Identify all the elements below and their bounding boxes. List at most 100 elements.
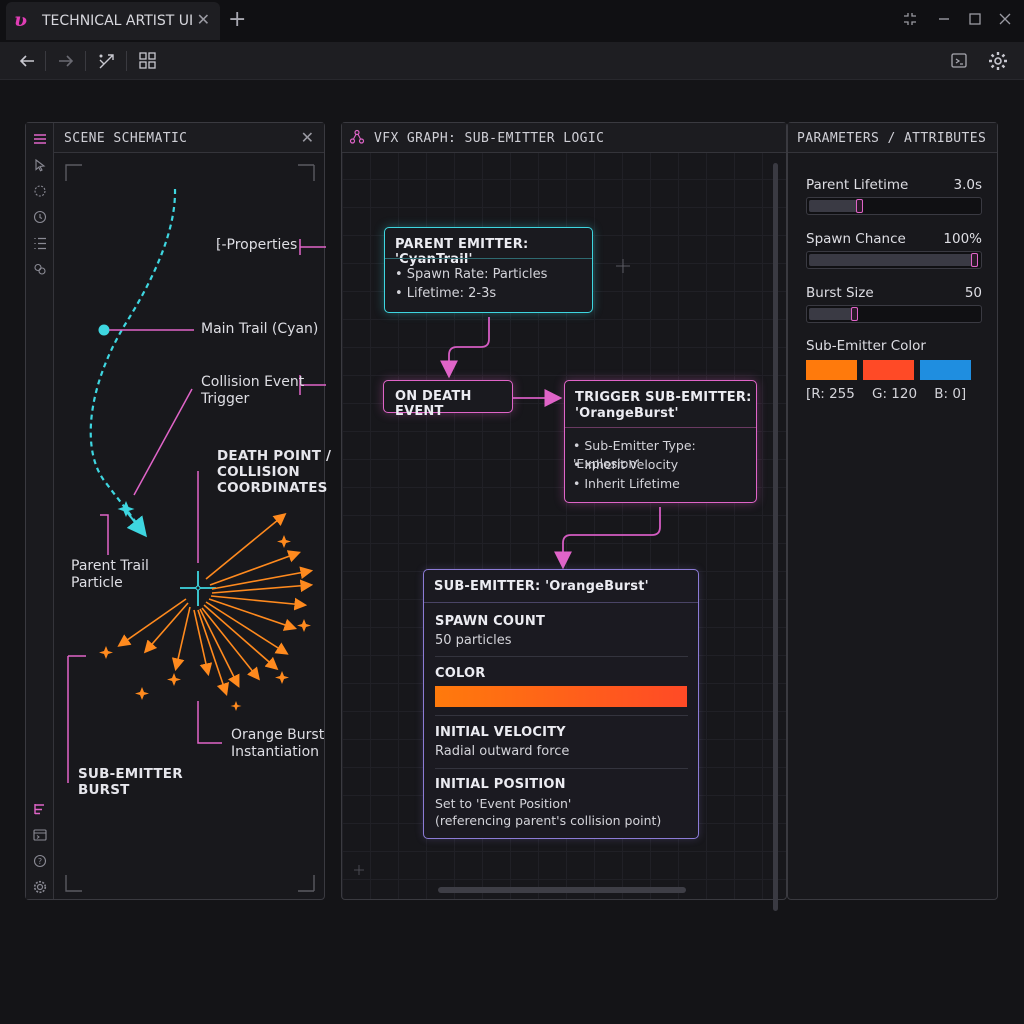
- list-icon[interactable]: [32, 235, 48, 251]
- burst-size-slider[interactable]: [806, 305, 982, 323]
- parent-particle-star: [117, 501, 135, 517]
- toolbar-divider: [45, 51, 46, 71]
- tab-close-icon[interactable]: ✕: [196, 10, 210, 29]
- toolbar-divider: [126, 51, 127, 71]
- lasso-icon[interactable]: [32, 183, 48, 199]
- section-divider: [435, 656, 688, 657]
- death-point-label: DEATH POINT / COLLISION COORDINATES: [217, 448, 332, 496]
- app-tab[interactable]: ʋ TECHNICAL ARTIST UI ✕: [6, 2, 220, 40]
- link-icon[interactable]: [32, 261, 48, 277]
- svg-text:?: ?: [38, 857, 42, 866]
- param-label: Parent Lifetime: [806, 177, 909, 193]
- color-rgb-readout: [R: 255 G: 120 B: 0]: [806, 386, 967, 402]
- maximize-icon[interactable]: [963, 8, 987, 30]
- trigger-node-title: TRIGGER SUB-EMITTER: 'OrangeBurst': [575, 390, 752, 421]
- parameters-panel: PARAMETERS / ATTRIBUTES Parent Lifetime …: [787, 122, 998, 900]
- sub-node-title: SUB-EMITTER: 'OrangeBurst': [434, 579, 649, 594]
- properties-label: ⁅-Properties: [216, 237, 298, 253]
- restore-icon[interactable]: [898, 8, 922, 30]
- toolbar-divider: [85, 51, 86, 71]
- orange-burst-label: Orange Burst Instantiation: [231, 727, 325, 760]
- color-swatch-orange[interactable]: [806, 360, 857, 380]
- trigger-sub-emitter-node[interactable]: TRIGGER SUB-EMITTER: 'OrangeBurst' • Sub…: [564, 380, 757, 503]
- scene-panel-header: SCENE SCHEMATIC ✕: [54, 123, 324, 153]
- params-panel-header: PARAMETERS / ATTRIBUTES: [788, 123, 997, 153]
- section-divider: [435, 768, 688, 769]
- slider-thumb[interactable]: [851, 307, 858, 321]
- app-logo-icon: ʋ: [14, 9, 28, 31]
- param-burst-size: Burst Size 50: [806, 285, 982, 325]
- scene-diagram: [65, 164, 326, 892]
- color-label: Sub-Emitter Color: [806, 338, 926, 354]
- forward-arrow-icon[interactable]: [55, 50, 77, 72]
- graph-nodes-icon: [349, 129, 365, 149]
- close-window-icon[interactable]: [993, 8, 1017, 30]
- trigger-node-line: • Inherit Velocity: [573, 457, 679, 472]
- spawn-chance-slider[interactable]: [806, 251, 982, 269]
- scene-tool-rail: ?: [26, 123, 54, 899]
- parent-node-title: PARENT EMITTER: 'CyanTrail': [395, 237, 529, 267]
- color-swatch-blue[interactable]: [920, 360, 971, 380]
- slider-thumb[interactable]: [856, 199, 863, 213]
- param-value: 3.0s: [953, 177, 982, 193]
- param-sub-emitter-color: Sub-Emitter Color [R: 255 G: 120 B: 0]: [806, 338, 982, 408]
- graph-horizontal-scrollbar[interactable]: [438, 887, 686, 893]
- initial-velocity-heading: INITIAL VELOCITY: [435, 725, 566, 740]
- graph-panel-header: VFX GRAPH: SUB-EMITTER LOGIC: [342, 123, 786, 153]
- grid-view-icon[interactable]: [137, 50, 159, 72]
- select-cursor-icon[interactable]: [32, 157, 48, 173]
- parent-node-line: • Spawn Rate: Particles: [395, 267, 548, 282]
- parent-trail-label: Parent Trail Particle: [71, 558, 149, 591]
- clock-icon[interactable]: [32, 209, 48, 225]
- hamburger-menu-icon[interactable]: [32, 131, 48, 147]
- sub-emitter-burst-label: SUB-EMITTER BURST: [78, 766, 183, 798]
- orange-burst-stars: [99, 535, 311, 711]
- back-arrow-icon[interactable]: [16, 50, 38, 72]
- orange-burst-rays: [117, 512, 314, 697]
- initial-position-heading: INITIAL POSITION: [435, 777, 566, 792]
- terminal-icon[interactable]: [949, 50, 971, 72]
- console-icon[interactable]: [32, 827, 48, 843]
- param-label: Burst Size: [806, 285, 874, 301]
- slider-fill: [809, 254, 975, 266]
- hierarchy-icon[interactable]: [32, 801, 48, 817]
- color-gradient-bar[interactable]: [435, 686, 687, 707]
- scene-schematic-panel: ? SCENE SCHEMATIC ✕: [25, 122, 331, 900]
- scene-panel-close-icon[interactable]: ✕: [300, 128, 314, 147]
- title-bar: ʋ TECHNICAL ARTIST UI ✕ +: [0, 0, 1024, 42]
- color-swatch-red-orange[interactable]: [863, 360, 914, 380]
- node-divider: [565, 427, 756, 428]
- help-icon[interactable]: ?: [32, 853, 48, 869]
- parent-lifetime-slider[interactable]: [806, 197, 982, 215]
- node-divider: [385, 258, 592, 259]
- slider-fill: [809, 200, 860, 212]
- initial-position-value: Set to 'Event Position' (referencing par…: [435, 796, 662, 828]
- settings-gear-icon[interactable]: [987, 50, 1009, 72]
- main-trail-label: Main Trail (Cyan): [201, 321, 319, 337]
- rail-settings-icon[interactable]: [32, 879, 48, 895]
- death-node-title: ON DEATH EVENT: [395, 389, 472, 419]
- spawn-count-value: 50 particles: [435, 633, 512, 648]
- sub-emitter-node[interactable]: SUB-EMITTER: 'OrangeBurst' SPAWN COUNT 5…: [423, 569, 699, 839]
- collision-event-label: Collision Event Trigger: [201, 374, 305, 407]
- params-panel-title: PARAMETERS / ATTRIBUTES: [797, 131, 987, 146]
- tab-title: TECHNICAL ARTIST UI: [42, 13, 194, 29]
- new-tab-icon[interactable]: +: [228, 7, 247, 32]
- slider-fill: [809, 308, 855, 320]
- vfx-graph-panel: VFX GRAPH: SUB-EMITTER LOGIC PARENT EMIT…: [341, 122, 787, 911]
- on-death-event-node[interactable]: ON DEATH EVENT: [383, 380, 513, 419]
- trigger-node-line: • Sub-Emitter Type: 'Explosion': [573, 438, 696, 471]
- minimize-icon[interactable]: [932, 8, 956, 30]
- slider-thumb[interactable]: [971, 253, 978, 267]
- graph-vertical-scrollbar[interactable]: [773, 163, 778, 911]
- node-divider: [424, 602, 698, 603]
- parent-emitter-node[interactable]: PARENT EMITTER: 'CyanTrail' • Spawn Rate…: [384, 227, 593, 313]
- spawn-count-heading: SPAWN COUNT: [435, 614, 546, 629]
- param-spawn-chance: Spawn Chance 100%: [806, 231, 982, 271]
- trigger-node-line: • Inherit Lifetime: [573, 476, 680, 491]
- transform-tool-icon[interactable]: [96, 50, 118, 72]
- param-label: Spawn Chance: [806, 231, 906, 247]
- param-parent-lifetime: Parent Lifetime 3.0s: [806, 177, 982, 217]
- color-heading: COLOR: [435, 666, 486, 681]
